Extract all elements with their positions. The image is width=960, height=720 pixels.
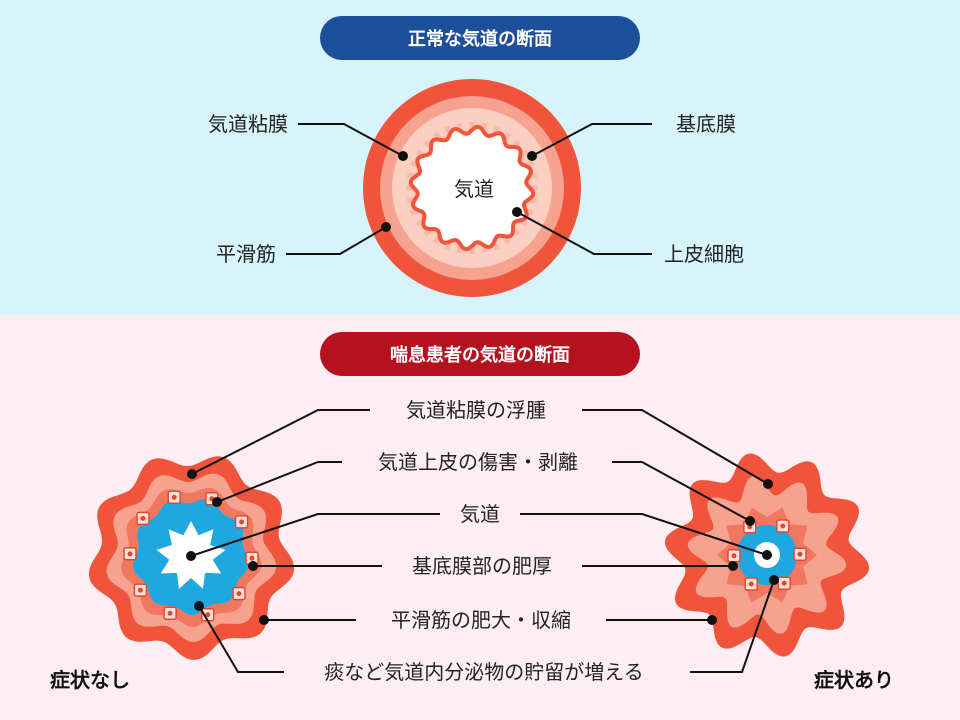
label-secretion-retention: 痰など気道内分泌物の貯留が増える — [324, 660, 643, 684]
leader-dot-airway-left — [186, 551, 196, 561]
leader-line-secretion-left — [198, 605, 284, 673]
normal-airway-cross-section — [363, 79, 581, 297]
leader-line-airway-left — [190, 513, 440, 557]
leader-dot-damage-right — [745, 516, 755, 526]
epithelial-cell-nucleus — [780, 523, 786, 529]
leader-dot-secretion-left — [194, 601, 204, 611]
label-smooth-muscle: 平滑筋 — [216, 242, 276, 266]
epithelial-cell-nucleus — [731, 553, 737, 559]
epithelial-cell-nucleus — [781, 580, 787, 586]
leader-dot-secretion-right — [769, 575, 779, 585]
asthma-title: 喘息患者の気道の断面 — [390, 344, 570, 366]
leader-line-edema-left — [191, 409, 370, 475]
asthma-airway-without-symptoms — [88, 456, 295, 660]
label-basement-membrane: 基底膜 — [676, 112, 736, 136]
leader-dot-damage-left — [212, 497, 222, 507]
normal-basement-membrane — [408, 124, 536, 252]
leader-dot-basement-membrane — [527, 151, 537, 161]
label-muscle-hypertrophy: 平滑筋の肥大・収縮 — [391, 608, 571, 632]
leader-line-secretion-right — [690, 579, 775, 673]
leader-line-damage-right — [612, 461, 751, 522]
normal-title-pill — [320, 16, 640, 60]
epithelial-cell-nucleus — [236, 591, 242, 597]
epithelial-cell-nucleus — [140, 515, 146, 521]
left-damaged-epithelial-cells — [123, 490, 259, 622]
normal-center-label: 気道 — [454, 177, 494, 201]
epithelial-cell-nucleus — [205, 612, 211, 618]
leader-dot-airway-right — [762, 550, 772, 560]
asthma-title-pill — [320, 332, 640, 376]
epithelial-cell-nucleus — [137, 587, 143, 593]
leader-line-smooth-muscle — [286, 226, 387, 255]
epithelial-cell-nucleus — [167, 610, 173, 616]
epithelial-cell-nucleus — [797, 551, 803, 557]
normal-title: 正常な気道の断面 — [408, 28, 552, 50]
leader-line-damage-left — [216, 461, 342, 503]
leader-line-airway-right — [520, 513, 768, 556]
leader-dot-muscle-right — [707, 615, 717, 625]
leader-dot-muscle-left — [259, 615, 269, 625]
label-epithelial-cells: 上皮細胞 — [664, 242, 744, 266]
label-airway: 気道 — [460, 502, 500, 526]
leader-dot-epithelial-cells — [512, 207, 522, 217]
leader-dot-basement-right — [728, 561, 738, 571]
epithelial-cell-nucleus — [127, 551, 133, 557]
leader-line-basement-membrane — [531, 123, 652, 157]
epithelial-cell-nucleus — [249, 555, 255, 561]
leader-dot-mucosa — [398, 151, 408, 161]
caption-with-symptoms: 症状あり — [814, 668, 894, 692]
epithelial-cell-nucleus — [748, 581, 754, 587]
label-basement-thickening: 基底膜部の肥厚 — [412, 554, 552, 578]
leader-dot-edema-right — [763, 479, 773, 489]
caption-without-symptoms: 症状なし — [50, 668, 130, 692]
label-mucosal-edema: 気道粘膜の浮腫 — [406, 398, 546, 422]
epithelial-cell-nucleus — [239, 519, 245, 525]
leader-dot-smooth-muscle — [381, 222, 391, 232]
leader-dot-edema-left — [187, 469, 197, 479]
epithelial-cell-nucleus — [171, 494, 177, 500]
label-epithelial-damage: 気道上皮の傷害・剥離 — [378, 450, 578, 474]
label-mucosa: 気道粘膜 — [208, 112, 288, 136]
leader-line-edema-right — [582, 409, 769, 485]
leader-dot-basement-left — [248, 561, 258, 571]
leader-line-epithelial-cells — [516, 211, 652, 255]
leader-line-mucosa — [298, 123, 404, 157]
